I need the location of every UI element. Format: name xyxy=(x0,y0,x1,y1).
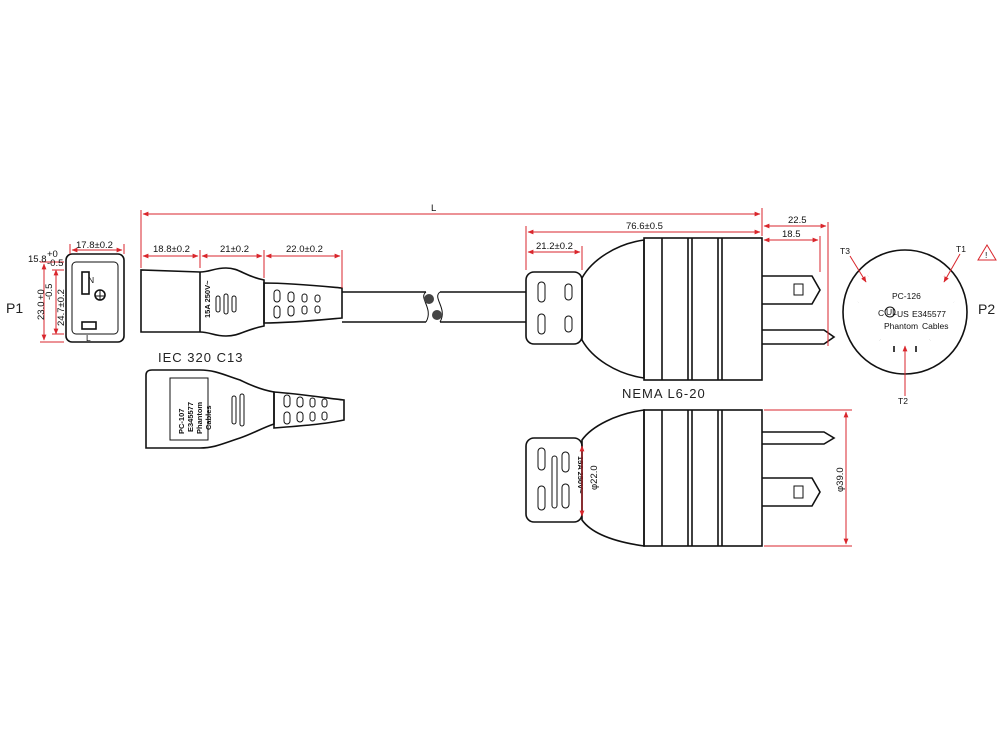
nema-face-t3: T3 xyxy=(840,246,850,256)
p1-dimensions: 17.8±0.2 15.8 +0 -0.5 23.0 +0 -0.5 24.7±… xyxy=(28,240,125,343)
nema-face-brand-1: Phantom xyxy=(884,321,918,331)
nema-face-model: PC-126 xyxy=(892,291,921,301)
cable xyxy=(342,291,526,323)
dim-23-0: 23.0 xyxy=(36,302,47,321)
p2-label: P2 xyxy=(978,301,995,317)
dim-22-0: 22.0±0.2 xyxy=(286,244,323,255)
nema-top-dimensions: 76.6±0.5 21.2±0.2 22.5 18.5 xyxy=(525,215,829,346)
dim-24-7: 24.7±0.2 xyxy=(56,289,67,326)
dim-15-8-tol-top: +0 xyxy=(47,249,58,260)
dim-18-8: 18.8±0.2 xyxy=(153,244,190,255)
c13-connector-top: 15A 250V~ xyxy=(140,267,343,337)
dim-23-0-tol-top: +0 xyxy=(36,289,47,300)
warning-icon xyxy=(977,244,997,261)
dim-17-8: 17.8±0.2 xyxy=(76,240,113,251)
c13-bottom-cert: E345577 xyxy=(186,402,195,432)
c13-top-rating: 15A 250V~ xyxy=(203,280,212,318)
nema-label: NEMA L6-20 xyxy=(622,386,706,401)
nema-bottom-dimensions: φ22.0 φ39.0 xyxy=(579,409,852,547)
nema-bottom-rating: 15A 250V~ xyxy=(576,456,585,494)
c13-l-label: L xyxy=(86,333,91,343)
nema-face: PC-126 C UL US E345577 Phantom Cables T3… xyxy=(840,244,997,406)
dim-18-5: 18.5 xyxy=(782,229,801,240)
dim-21-2: 21.2±0.2 xyxy=(536,241,573,252)
nema-face-us: US xyxy=(897,309,909,319)
nema-face-t2: T2 xyxy=(898,396,908,406)
nema-face-cert: E345577 xyxy=(912,309,946,319)
dim-phi39: φ39.0 xyxy=(835,467,846,492)
nema-plug-bottom: 15A 250V~ xyxy=(525,409,836,547)
dim-15-8: 15.8 xyxy=(28,254,47,265)
c13-socket-face: N L xyxy=(65,253,125,343)
iec-label: IEC 320 C13 xyxy=(158,350,243,365)
dim-15-8-tol-bot: -0.5 xyxy=(47,258,63,269)
warning-mark: ! xyxy=(985,250,987,260)
nema-plug-top xyxy=(525,237,836,381)
nema-face-ul: UL xyxy=(886,307,897,317)
overall-length-dimension: L xyxy=(142,203,763,236)
nema-face-brand-2: Cables xyxy=(922,321,948,331)
dim-22-5: 22.5 xyxy=(788,215,807,226)
c13-bottom-model: PC-107 xyxy=(177,409,186,434)
dim-76-6: 76.6±0.5 xyxy=(626,221,663,232)
p1-label: P1 xyxy=(6,300,23,316)
c13-bottom-brand-2: Cables xyxy=(204,405,213,430)
dim-phi22: φ22.0 xyxy=(589,465,600,490)
c13-bottom-brand-1: Phantom xyxy=(195,402,204,434)
nema-face-c: C xyxy=(878,308,884,318)
dim-21: 21±0.2 xyxy=(220,244,249,255)
c13-dimensions: 18.8±0.2 21±0.2 22.0±0.2 xyxy=(140,210,343,288)
c13-connector-bottom: PC-107 E345577 Phantom Cables xyxy=(145,369,345,449)
nema-face-t1: T1 xyxy=(956,244,966,254)
c13-n-label: N xyxy=(88,275,94,285)
dim-23-0-tol-bot: -0.5 xyxy=(44,284,55,300)
dim-l: L xyxy=(431,203,436,214)
